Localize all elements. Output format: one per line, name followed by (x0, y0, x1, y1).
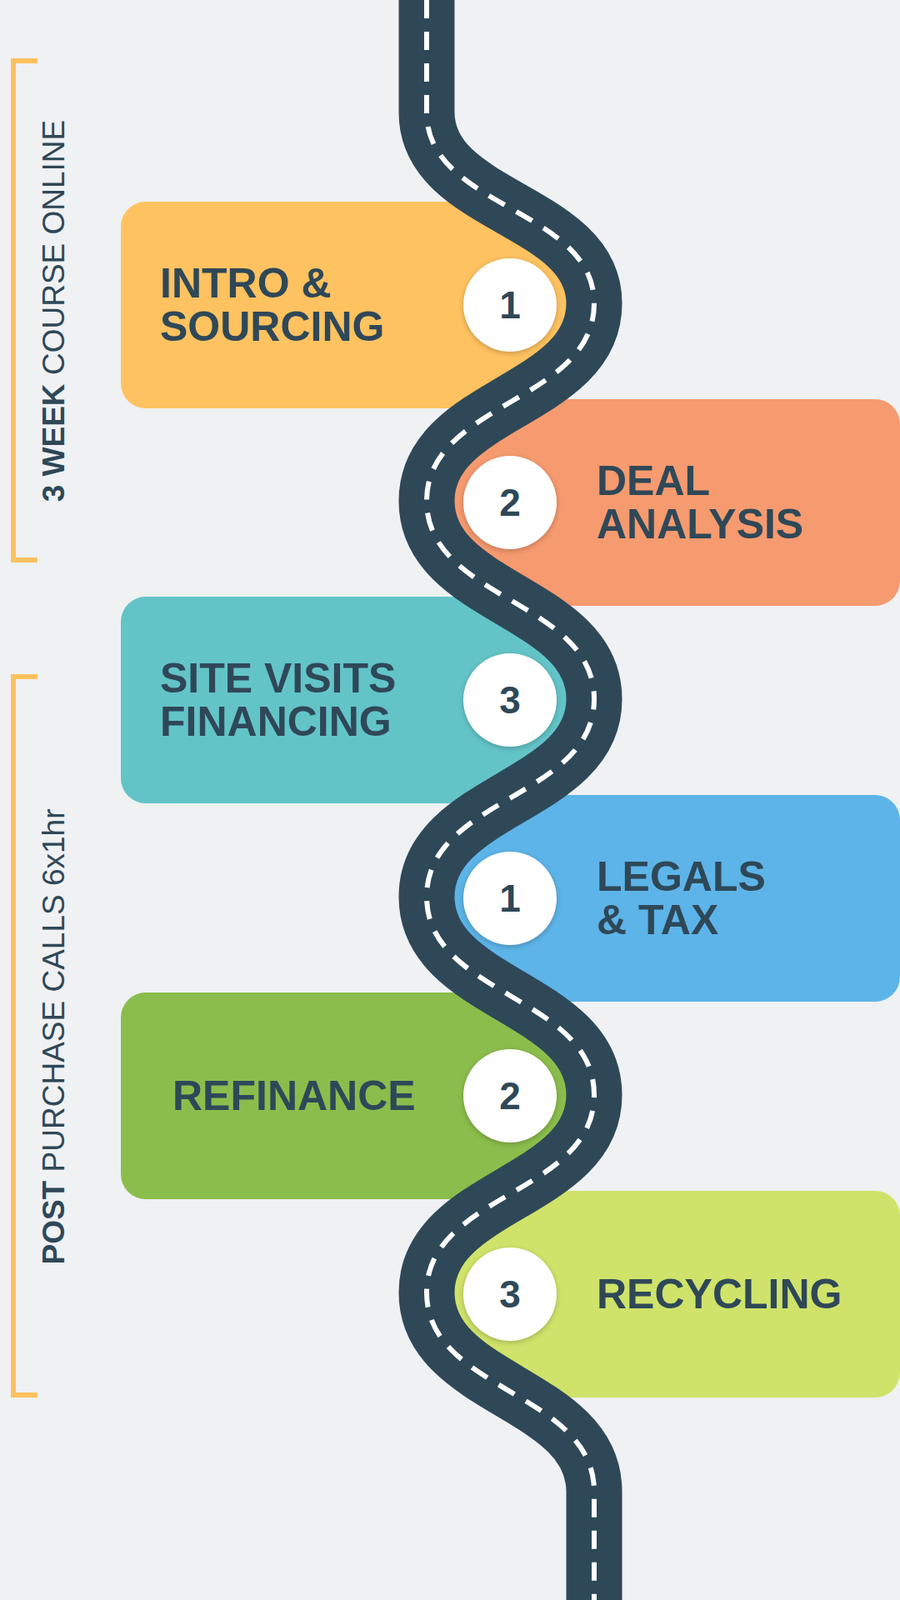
section-label: POST (36, 1180, 71, 1265)
road (426, 0, 595, 1600)
section-label: PURCHASE CALLS 6x1hr (36, 808, 71, 1172)
step-title: LEGALS & TAX (596, 855, 780, 943)
step-number-circle: 3 (463, 1247, 557, 1341)
step-card: INTRO & SOURCING 1 (120, 201, 567, 409)
step-title: DEAL ANALYSIS (596, 459, 822, 547)
callout-number: 2 (499, 1076, 521, 1115)
callout-number: 2 (499, 483, 521, 522)
bracket-label: 3 WEEK COURSE ONLINE (38, 120, 70, 503)
step-title: RECYCLING (596, 1272, 880, 1317)
callout-number: 1 (499, 285, 521, 325)
step-title: SITE VISITS FINANCING (160, 656, 435, 745)
step-number-circle: 2 (463, 455, 557, 550)
step-number-circle: 1 (463, 851, 557, 945)
road-centerline (426, 0, 595, 1600)
section-label: 3 WEEK (36, 383, 71, 502)
step-number-circle: 2 (463, 1049, 557, 1143)
step-title: REFINANCE (172, 1074, 456, 1119)
callout-number: 1 (499, 879, 521, 918)
step-card: DEAL ANALYSIS 2 (454, 399, 900, 606)
step-title: INTRO & SOURCING (160, 261, 410, 350)
bracket-label: POST PURCHASE CALLS 6x1hr (38, 808, 70, 1265)
bracket (13, 676, 38, 1395)
step-number-circle: 1 (463, 258, 557, 352)
step-card: RECYCLING 3 (454, 1190, 900, 1398)
step-number-circle: 3 (463, 653, 557, 747)
step-card: SITE VISITS FINANCING 3 (120, 596, 567, 804)
step-card: LEGALS & TAX 1 (454, 795, 900, 1002)
bracket (13, 60, 38, 560)
callout-number: 3 (499, 1275, 521, 1314)
step-card: REFINANCE 2 (120, 992, 567, 1200)
callout-number: 3 (499, 680, 521, 720)
section-label: COURSE ONLINE (36, 120, 71, 375)
